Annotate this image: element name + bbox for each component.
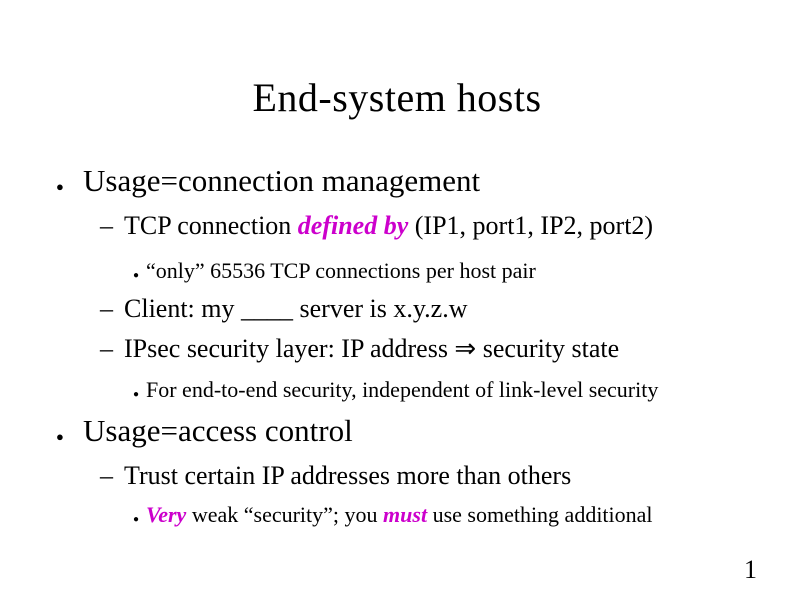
bullet-icon: ● (133, 389, 140, 400)
emphasis-very: Very (146, 502, 187, 527)
slide-title: End-system hosts (252, 75, 542, 120)
sub-bullet-text: (IP1, port1, IP2, port2) (408, 211, 654, 240)
bullet-icon: ● (56, 179, 64, 194)
note-end-to-end: ● For end-to-end security, independent of… (133, 377, 659, 403)
dash-bullet-icon: – (100, 461, 113, 490)
bullet-text: Usage=access control (83, 413, 353, 448)
bullet-icon: ● (133, 514, 140, 525)
sub-bullet-text: Client: my ____ server is x.y.z.w (124, 294, 468, 323)
sub-bullet-client: –Client: my ____ server is x.y.z.w (100, 294, 467, 323)
page-number: 1 (744, 555, 757, 584)
bullet-text: Usage=connection management (83, 163, 481, 198)
emphasis-defined-by: defined by (297, 211, 409, 240)
sub-bullet-text: TCP connection (124, 211, 298, 240)
bullet-icon: ● (56, 429, 64, 444)
note-very-weak: ● Very weak “security”; you must use some… (133, 502, 653, 528)
note-text: use something additional (427, 502, 653, 527)
sub-bullet-trust: –Trust certain IP addresses more than ot… (100, 461, 571, 490)
note-text: weak “security”; you (186, 502, 384, 527)
dash-bullet-icon: – (100, 294, 113, 323)
sub-bullet-tcp-connection: –TCP connection defined by (IP1, port1, … (100, 211, 653, 240)
note-text: “only” 65536 TCP connections per host pa… (146, 258, 536, 283)
bullet-item-usage-connection: ● Usage=connection management (56, 163, 481, 199)
sub-bullet-text: IPsec security layer: IP address ⇒ secur… (124, 334, 620, 363)
emphasis-must: must (383, 502, 428, 527)
note-only-65536: ● “only” 65536 TCP connections per host p… (133, 258, 536, 284)
bullet-item-usage-access: ● Usage=access control (56, 413, 353, 449)
note-text: For end-to-end security, independent of … (146, 377, 659, 402)
sub-bullet-text: Trust certain IP addresses more than oth… (124, 461, 572, 490)
dash-bullet-icon: – (100, 211, 113, 240)
dash-bullet-icon: – (100, 334, 113, 363)
bullet-icon: ● (133, 270, 140, 281)
sub-bullet-ipsec: –IPsec security layer: IP address ⇒ secu… (100, 334, 619, 363)
